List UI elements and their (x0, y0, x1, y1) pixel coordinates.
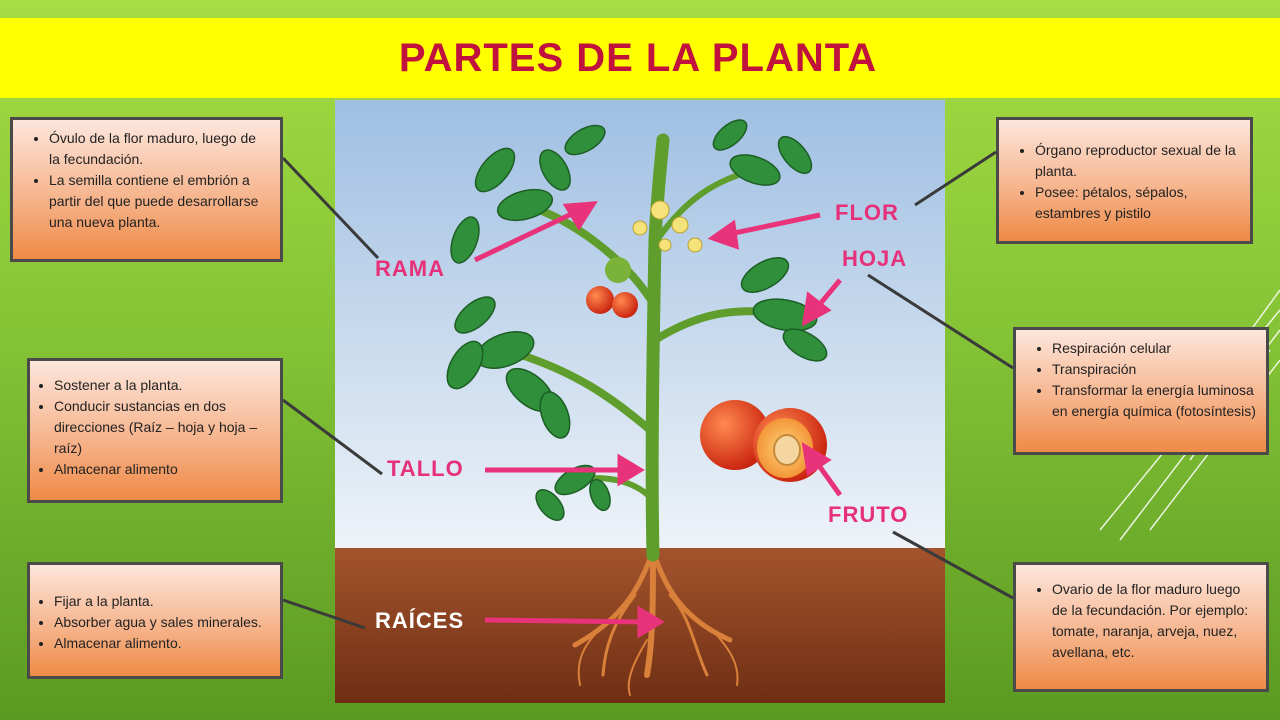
list-item: Almacenar alimento (54, 459, 270, 480)
info-box-semilla: Óvulo de la flor maduro, luego de la fec… (10, 117, 283, 262)
list-item: Posee: pétalos, sépalos, estambres y pis… (1035, 182, 1240, 224)
title-bar: PARTES DE LA PLANTA (0, 18, 1280, 98)
list-item: Fijar a la planta. (54, 591, 270, 612)
label-fruto: FRUTO (828, 502, 909, 527)
list-item: Transpiración (1052, 359, 1256, 380)
label-rama: RAMA (375, 256, 445, 281)
label-flor: FLOR (835, 200, 899, 225)
list-item: Absorber agua y sales minerales. (54, 612, 270, 633)
flowers (632, 200, 703, 253)
list-item: Almacenar alimento. (54, 633, 270, 654)
list-item: Órgano reproductor sexual de la planta. (1035, 140, 1240, 182)
label-hoja: HOJA (842, 246, 908, 271)
list-item: Ovario de la flor maduro luego de la fec… (1052, 579, 1256, 663)
info-box-raiz: Fijar a la planta. Absorber agua y sales… (27, 562, 283, 679)
info-box-tallo: Sostener a la planta. Conducir sustancia… (27, 358, 283, 503)
list-item: Óvulo de la flor maduro, luego de la fec… (49, 128, 270, 170)
list-item: Conducir sustancias en dos direcciones (… (54, 396, 270, 459)
info-box-hoja: Respiración celular Transpiración Transf… (1013, 327, 1269, 455)
list-item: Transformar la energía luminosa en energ… (1052, 380, 1256, 422)
sky (335, 100, 945, 550)
list-item: Sostener a la planta. (54, 375, 270, 396)
info-box-fruto: Ovario de la flor maduro luego de la fec… (1013, 562, 1269, 692)
page-title: PARTES DE LA PLANTA (398, 35, 878, 80)
label-raices: RAÍCES (375, 608, 465, 633)
list-item: Respiración celular (1052, 338, 1256, 359)
plant-drawing (335, 100, 945, 703)
label-tallo: TALLO (387, 456, 464, 481)
list-item: La semilla contiene el embrión a partir … (49, 170, 270, 233)
leaves (446, 119, 828, 521)
pointer-arrows (473, 201, 843, 639)
info-box-flor: Órgano reproductor sexual de la planta. … (996, 117, 1253, 244)
plant-illustration: RAMA FLOR HOJA TALLO FRUTO RAÍCES (335, 100, 945, 703)
small-tomatoes (586, 257, 638, 318)
